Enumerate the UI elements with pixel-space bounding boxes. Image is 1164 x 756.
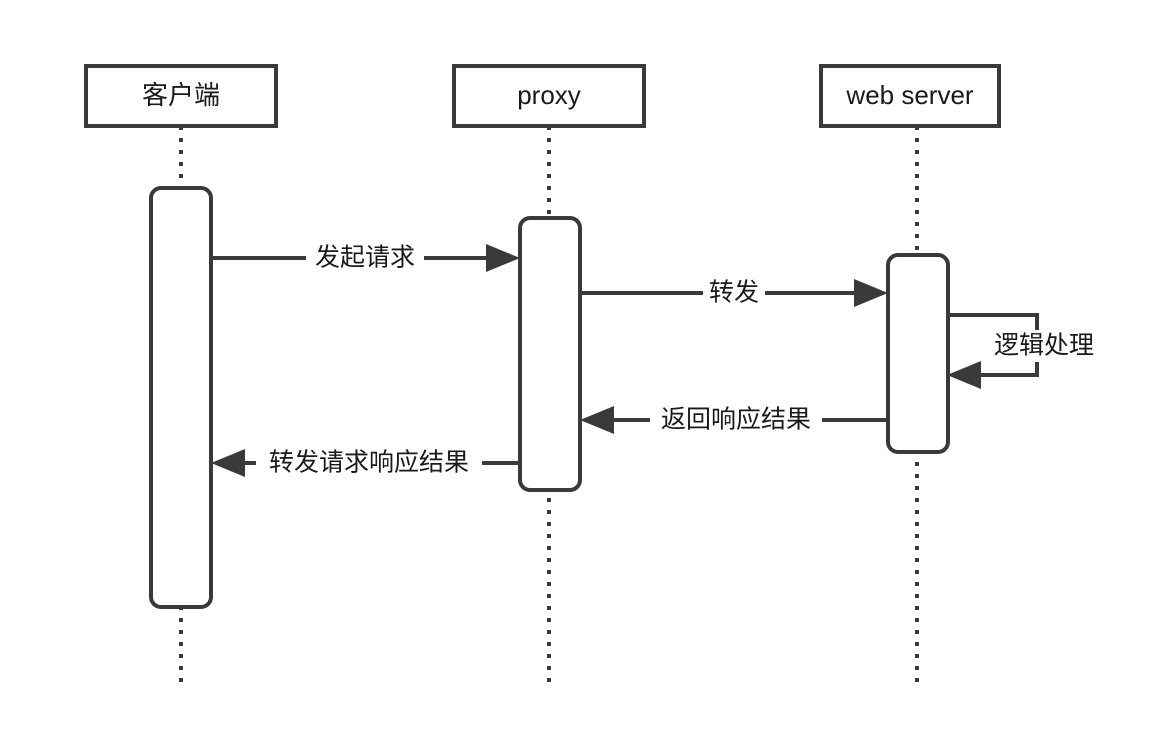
message-forward-response[interactable]: 转发请求响应结果 (211, 448, 520, 478)
message-label-bg-forward-response (256, 448, 482, 478)
participant-label-webserver: web server (845, 80, 973, 110)
message-label-return-response: 返回响应结果 (661, 406, 811, 434)
message-label-initiate-request: 发起请求 (315, 244, 415, 272)
message-label-bg-forward (703, 278, 765, 308)
arrowhead-return-response (580, 406, 614, 434)
arrowhead-forward (854, 279, 888, 307)
activation-bar-proxy (518, 216, 582, 492)
message-label-forward: 转发 (709, 279, 759, 307)
participant-box-proxy (452, 64, 646, 128)
message-label-logic-processing: 逻辑处理 (994, 332, 1094, 360)
message-logic-processing[interactable]: 逻辑处理 (947, 313, 1105, 389)
activation-bar-webserver (886, 253, 950, 454)
arrowhead-logic-processing (947, 361, 981, 389)
message-forward[interactable]: 转发 (580, 278, 888, 308)
message-label-bg-initiate-request (306, 243, 424, 273)
participant-box-client (84, 64, 278, 128)
participant-label-client: 客户端 (142, 80, 220, 110)
arrowhead-forward-response (211, 449, 245, 477)
participant-client[interactable]: 客户端 (84, 64, 278, 128)
participant-webserver[interactable]: web server (819, 64, 1001, 128)
message-initiate-request[interactable]: 发起请求 (211, 243, 520, 273)
participant-box-webserver (819, 64, 1001, 128)
message-return-response[interactable]: 返回响应结果 (580, 405, 888, 435)
participant-proxy[interactable]: proxy (452, 64, 646, 128)
activation-bar-client (149, 186, 213, 609)
message-label-bg-return-response (650, 405, 822, 435)
arrowhead-initiate-request (486, 244, 520, 272)
participant-label-proxy: proxy (517, 80, 581, 110)
message-label-forward-response: 转发请求响应结果 (269, 449, 469, 477)
message-label-bg-logic-processing (983, 330, 1105, 362)
